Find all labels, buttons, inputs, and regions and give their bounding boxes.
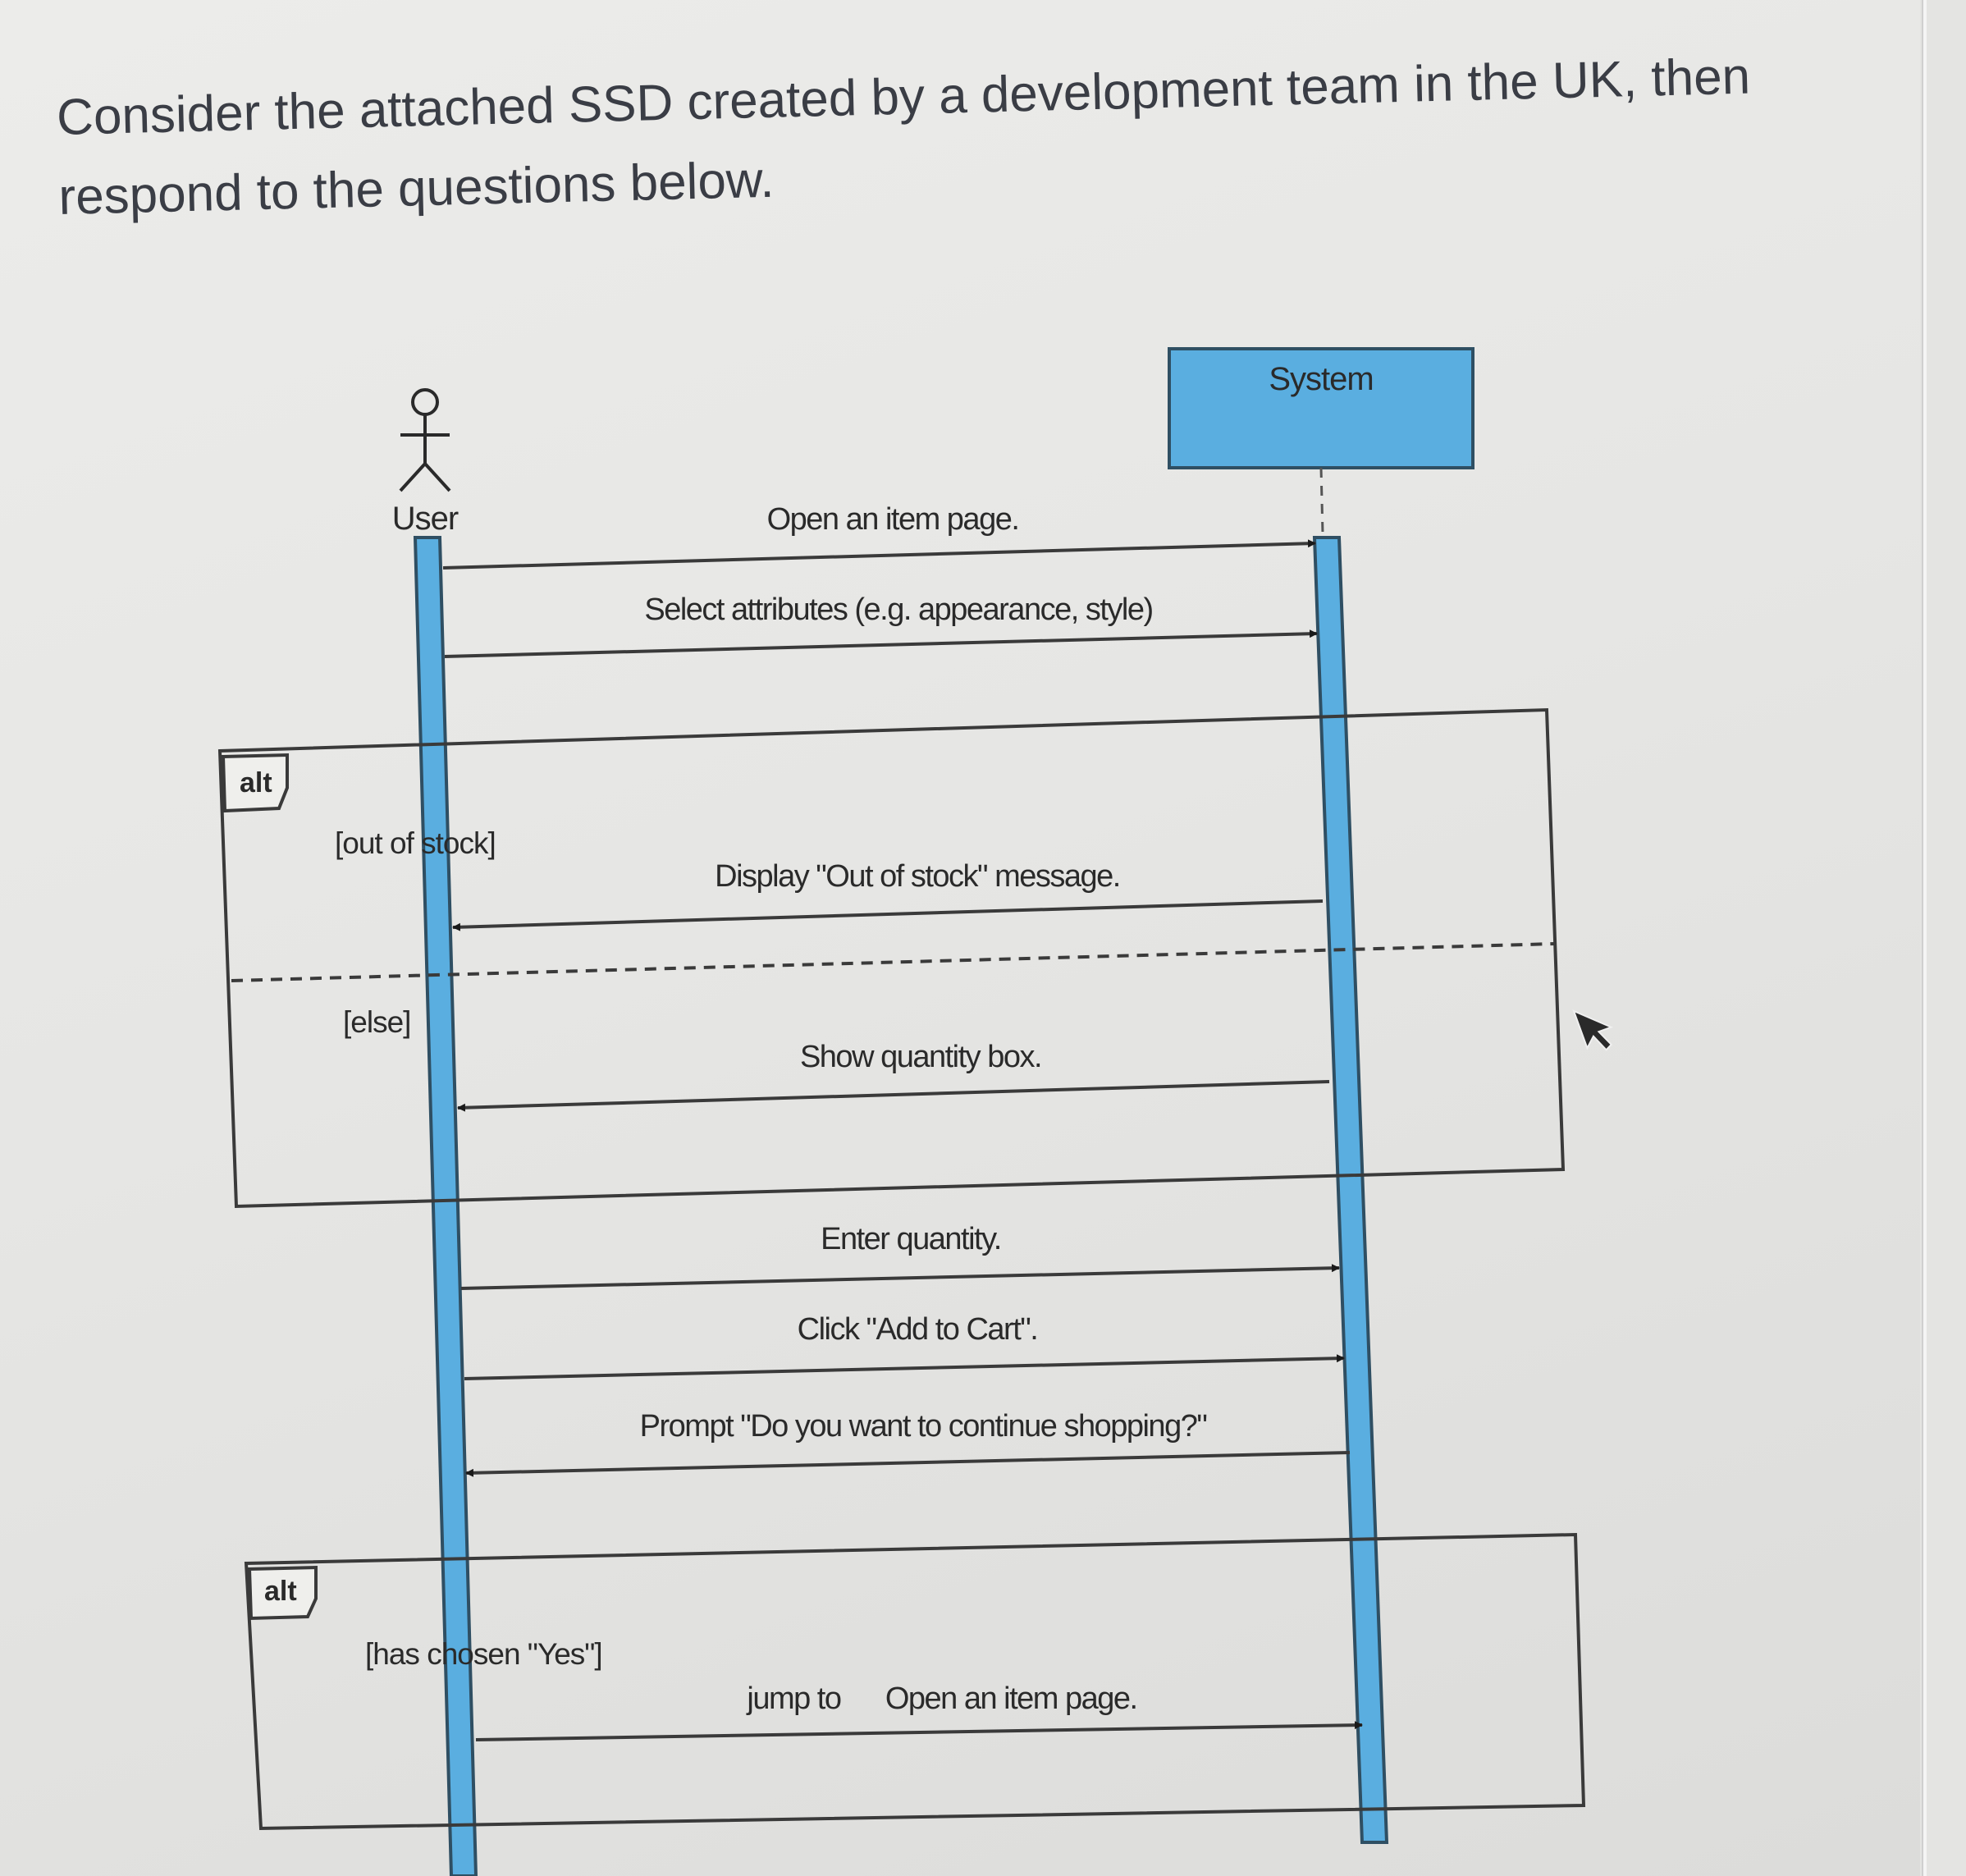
alt-fragment-1-operator: alt	[240, 767, 272, 798]
user-actor-icon	[399, 388, 451, 492]
message-arrow-4	[457, 1080, 1330, 1112]
mouse-cursor-icon	[1572, 1009, 1614, 1051]
message-label-4: Show quantity box.	[800, 1040, 1041, 1074]
alt-fragment-1	[217, 707, 1566, 1209]
message-arrow-2	[444, 629, 1318, 658]
alt-fragment-2-operator: alt	[264, 1576, 297, 1607]
message-label-1: Open an item page.	[767, 502, 1019, 537]
alt-fragment-2-guard-1: [has chosen "Yes"]	[365, 1637, 602, 1671]
message-arrow-1	[442, 539, 1316, 570]
alt-fragment-2	[244, 1532, 1586, 1831]
alt-fragment-1-tag	[221, 753, 289, 813]
system-lifeline-dash	[1319, 467, 1324, 534]
alt-fragment-1-guard-1: [out of stock]	[335, 826, 496, 860]
message-label-3: Display "Out of stock" message.	[715, 859, 1120, 894]
page-edge	[1922, 0, 1927, 1876]
message-arrow-3	[452, 899, 1324, 931]
system-activation-bar	[1312, 536, 1389, 1844]
alt-fragment-1-divider	[231, 942, 1556, 982]
alt-fragment-1-guard-2: [else]	[343, 1005, 410, 1039]
message-label-2: Select attributes (e.g. appearance, styl…	[644, 593, 1152, 627]
message-label-6: Click "Add to Cart".	[798, 1312, 1038, 1347]
message-arrow-6	[464, 1354, 1345, 1380]
message-label-7: Prompt "Do you want to continue shopping…	[640, 1409, 1207, 1444]
message-arrow-8	[475, 1721, 1363, 1741]
user-label: User	[392, 501, 459, 537]
alt-fragment-2-tag	[247, 1565, 318, 1621]
message-label-8: jump to Open an item page.	[746, 1682, 1136, 1716]
message-label-5: Enter quantity.	[821, 1222, 1001, 1256]
system-label: System	[1269, 361, 1373, 397]
message-arrow-7	[465, 1451, 1351, 1477]
system-participant-box	[1168, 347, 1474, 469]
message-arrow-5	[460, 1264, 1340, 1290]
user-activation-bar	[413, 536, 478, 1876]
